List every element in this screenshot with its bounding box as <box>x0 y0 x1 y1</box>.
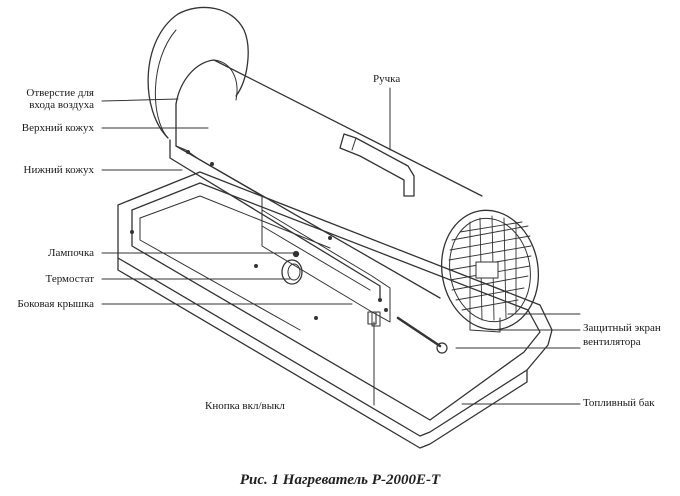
label-fuel-tank: Топливный бак <box>583 397 655 409</box>
label-fan-guard-line1: Защитный экран <box>583 322 661 334</box>
figure-caption: Рис. 1 Нагреватель Р-2000Е-Т <box>239 472 441 488</box>
label-air-inlet-line1: Отверстие для <box>26 87 94 99</box>
power-switch <box>367 311 377 325</box>
label-thermostat: Термостат <box>45 273 94 285</box>
thermostat-knob <box>281 259 303 285</box>
label-upper-casing: Верхний кожух <box>21 122 94 134</box>
fuel-tank-bottom-edge <box>117 257 528 449</box>
label-lamp: Лампочка <box>48 247 94 259</box>
fuel-tank-rim <box>131 182 541 421</box>
label-lower-casing: Нижний кожух <box>23 164 94 176</box>
air-inlet-opening <box>147 6 249 139</box>
upper-casing <box>175 59 483 197</box>
label-side-cover: Боковая крышка <box>17 298 94 310</box>
leader-lines <box>101 87 581 406</box>
label-fan-guard-line2: вентилятора <box>583 336 641 348</box>
handle <box>339 133 415 197</box>
label-air-inlet-line2: входа воздуха <box>29 99 94 111</box>
lower-casing <box>169 139 381 301</box>
lamp <box>292 250 300 258</box>
side-cover <box>261 209 391 323</box>
label-power-button: Кнопка вкл/выкл <box>205 400 285 412</box>
label-handle: Ручка <box>373 73 401 85</box>
fuel-tank-outline <box>117 171 553 437</box>
